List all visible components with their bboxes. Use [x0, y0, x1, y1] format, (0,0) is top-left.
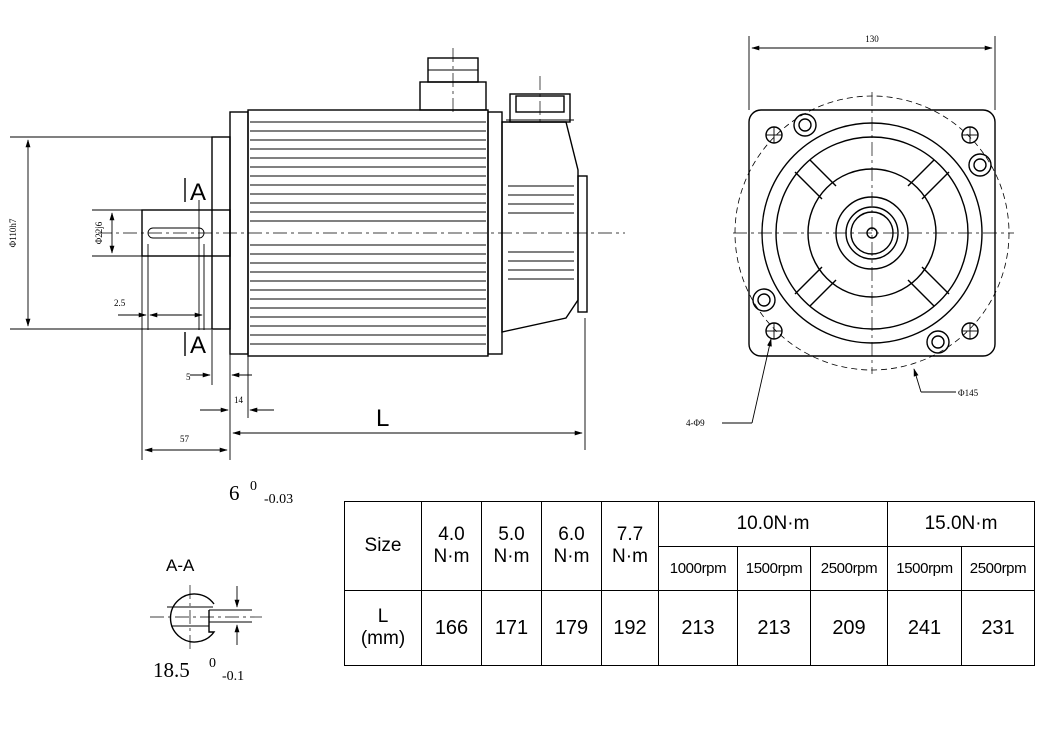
section-marker-top: A [190, 179, 206, 206]
torque-group-header: 15.0N·m [887, 501, 1035, 547]
length-value: 209 [810, 590, 888, 666]
length-value: 192 [601, 590, 659, 666]
length-value: 231 [961, 590, 1035, 666]
dim-57: 57 [180, 434, 190, 444]
rpm-header: 1500rpm [887, 546, 962, 591]
svg-text:0: 0 [209, 656, 216, 671]
dim-front-width: 130 [865, 34, 879, 44]
section-profile [169, 593, 216, 643]
dim-shaft-diameter: Φ22j6 [94, 221, 104, 244]
dim-key-offset: 2.5 [114, 298, 126, 308]
cooling-fins [250, 121, 486, 345]
motor-side-view: A A Φ110h7 Φ22j6 2.5 5 14 L [8, 48, 625, 460]
svg-text:0: 0 [250, 479, 257, 494]
rpm-header: 2500rpm [810, 546, 888, 591]
svg-text:-0.1: -0.1 [222, 669, 244, 684]
dim-flange-diameter: Φ110h7 [8, 218, 18, 247]
encoder-cap [577, 175, 588, 313]
dim-14: 14 [234, 395, 244, 405]
mounting-holes [765, 126, 979, 340]
svg-text:18.5: 18.5 [153, 658, 190, 682]
dim-bolt-circle: Φ145 [958, 388, 979, 398]
threaded-holes [752, 113, 992, 354]
dim-mounting-holes: 4-Φ9 [686, 418, 705, 428]
length-value: 241 [887, 590, 962, 666]
rpm-header: 2500rpm [961, 546, 1035, 591]
length-value: 171 [481, 590, 542, 666]
dim-length-label: L [376, 405, 389, 432]
encoder-housing [501, 121, 579, 333]
length-value: 166 [421, 590, 482, 666]
rpm-header: 1000rpm [658, 546, 738, 591]
rpm-header: 1500rpm [737, 546, 811, 591]
svg-text:6: 6 [229, 481, 240, 505]
length-value: 179 [541, 590, 602, 666]
front-ribs [794, 159, 950, 307]
size-header: Size [344, 501, 422, 591]
key-width-tolerance: 6 0 -0.03 [229, 479, 293, 507]
torque-group-header: 10.0N·m [658, 501, 888, 547]
section-marker-bottom: A [190, 332, 206, 359]
svg-text:-0.03: -0.03 [264, 492, 293, 507]
length-row-label: L(mm) [344, 590, 422, 666]
section-title: A-A [166, 556, 195, 575]
motor-front-view: 130 Φ145 4-Φ9 [686, 34, 1014, 428]
section-a-a: A-A 18.5 0 -0.1 [150, 556, 262, 684]
length-value: 213 [737, 590, 811, 666]
length-value: 213 [658, 590, 738, 666]
encoder-ribs [508, 185, 574, 280]
dim-5: 5 [186, 372, 191, 382]
